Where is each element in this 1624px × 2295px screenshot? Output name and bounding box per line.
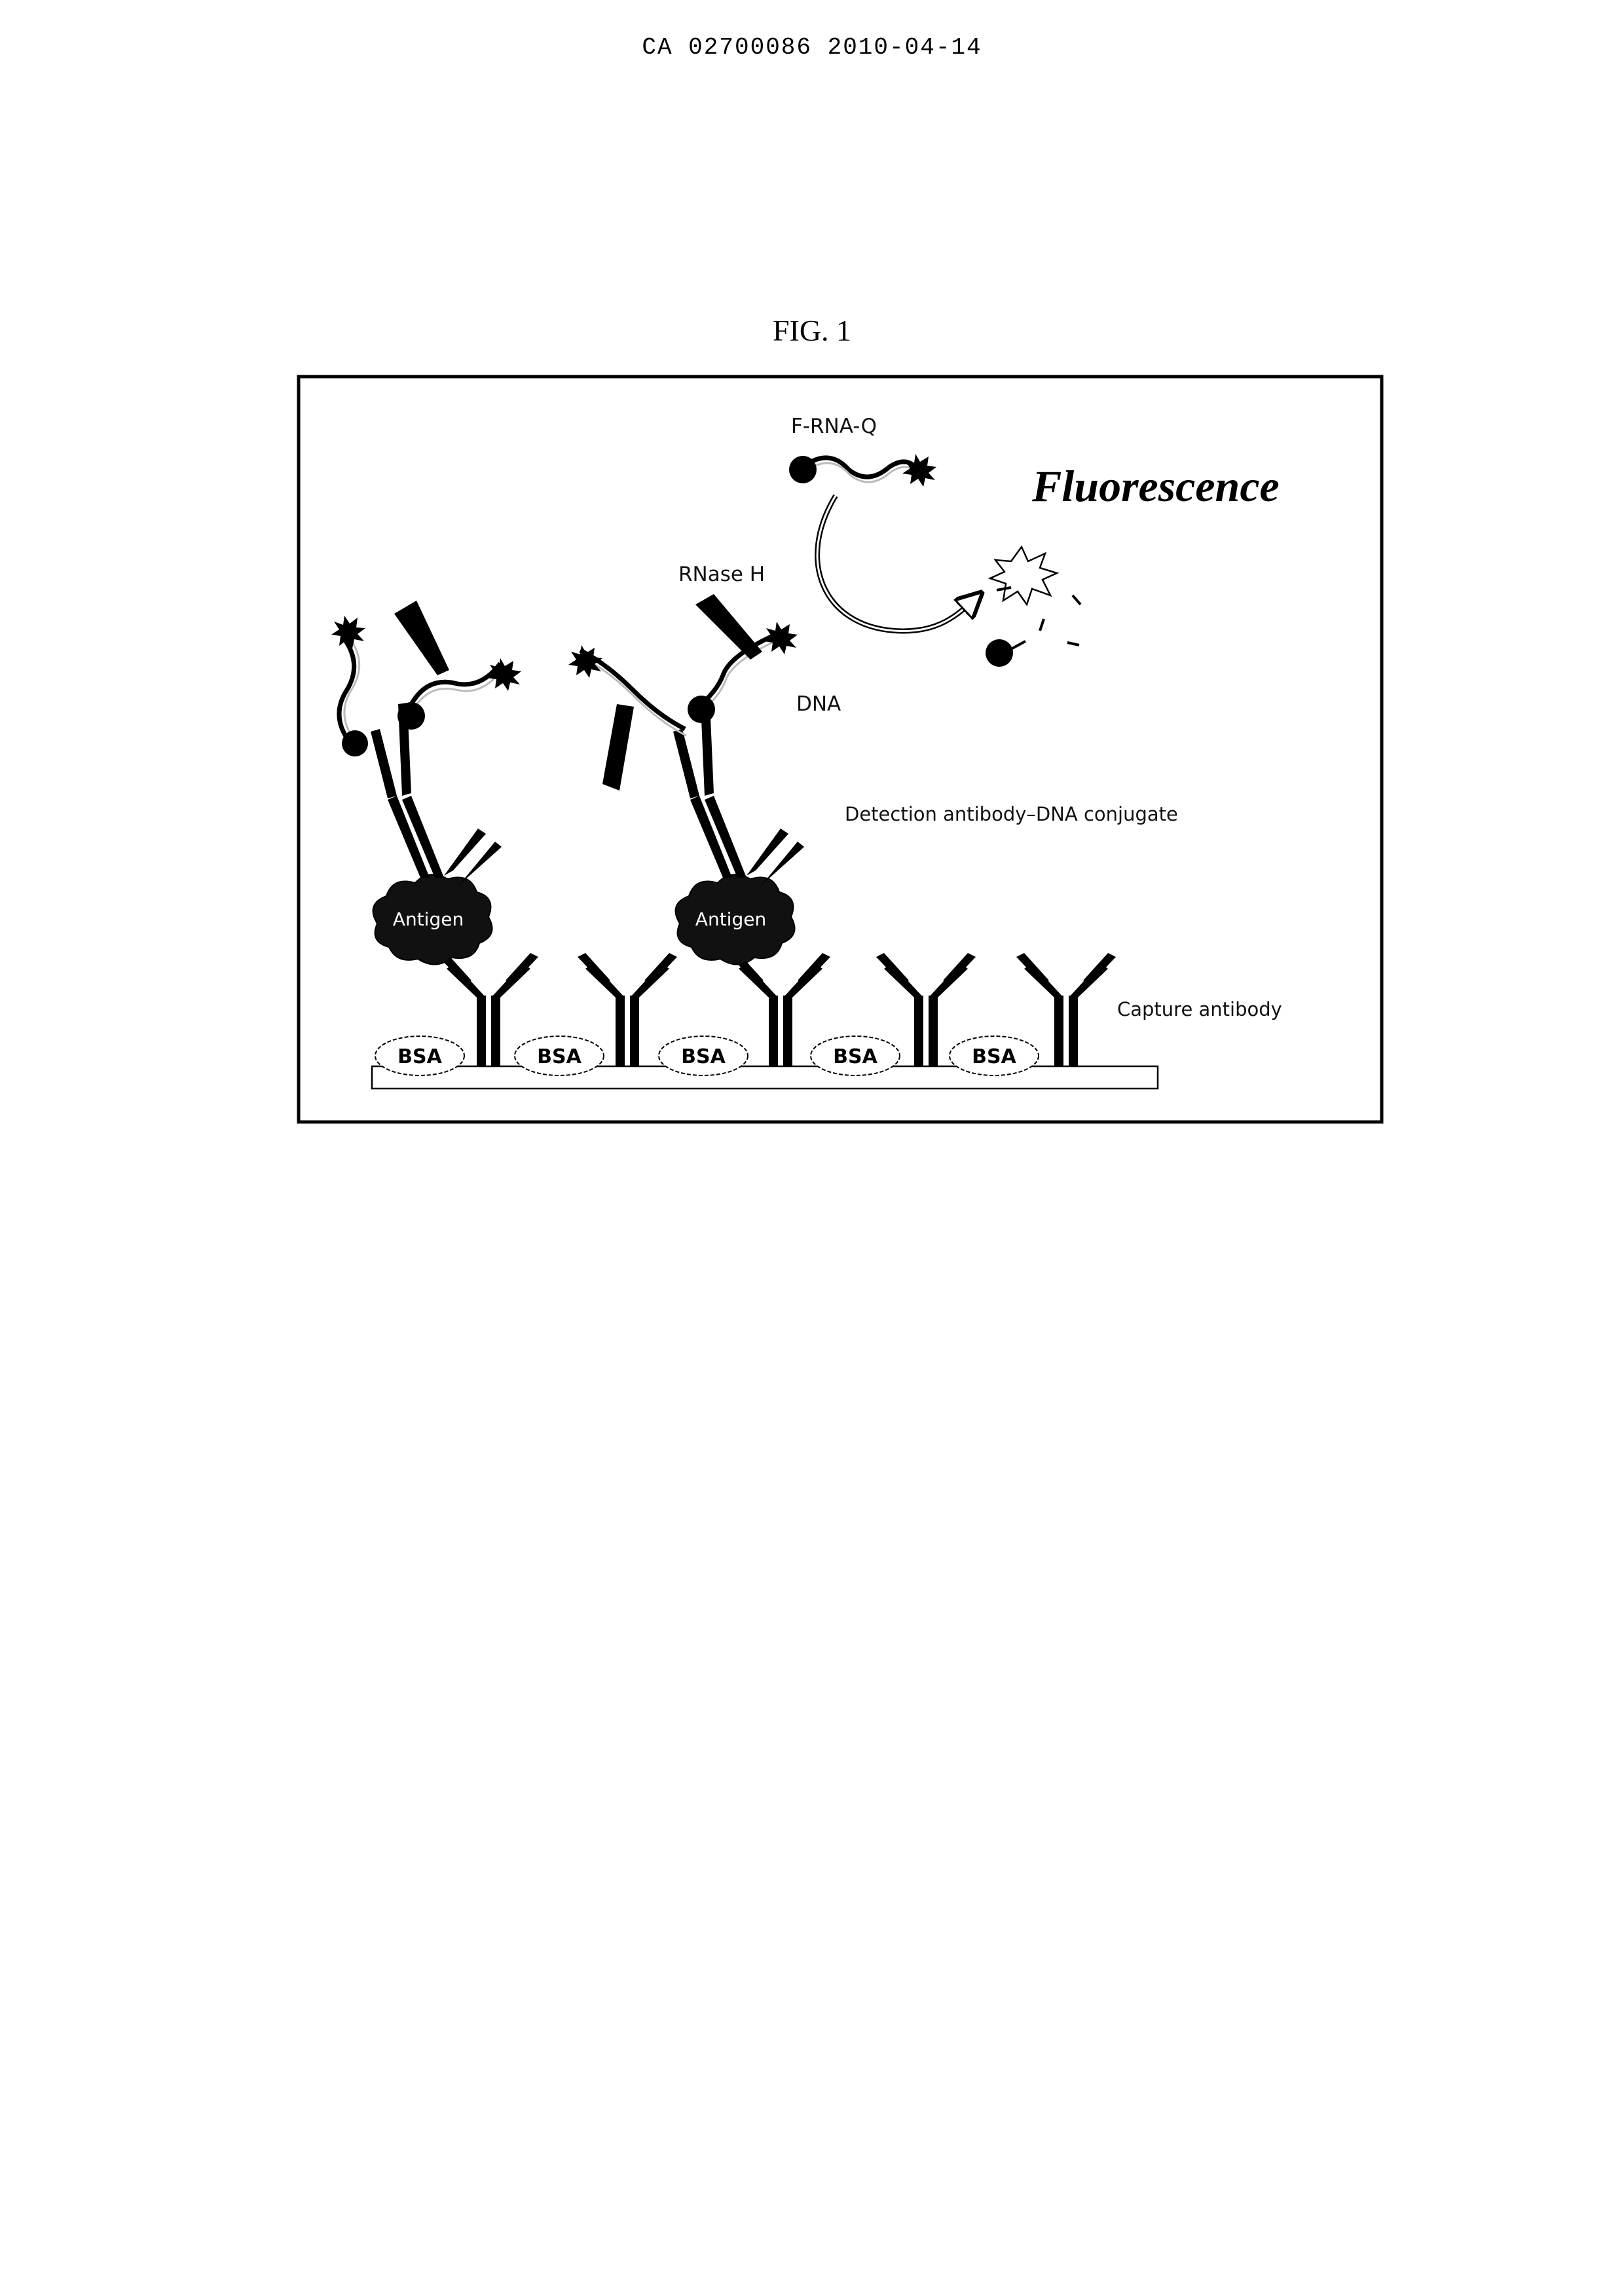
antigen: Antigen: [676, 874, 795, 964]
bsa-blocker: BSA: [950, 1036, 1039, 1075]
antigen-label: Antigen: [393, 908, 464, 930]
probe-label: F-RNA-Q: [791, 415, 877, 438]
figure-1-svg: BSA BSA BSA BSA BSA: [292, 370, 1388, 1129]
bsa-blocker: BSA: [811, 1036, 900, 1075]
capture-antibody-label: Capture antibody: [1117, 998, 1282, 1020]
rnase-h-label: RNase H: [678, 563, 765, 586]
solid-support: [372, 1066, 1158, 1089]
document-header: CA 02700086 2010-04-14: [0, 34, 1624, 61]
antigen-label: Antigen: [695, 908, 766, 930]
fluorescence-label: Fluorescence: [1031, 461, 1280, 511]
bsa-label: BSA: [397, 1045, 442, 1068]
dna-label: DNA: [796, 692, 841, 716]
figure-1-diagram: BSA BSA BSA BSA BSA: [292, 370, 1388, 1129]
bsa-blocker: BSA: [515, 1036, 604, 1075]
bsa-label: BSA: [833, 1045, 877, 1068]
bsa-label: BSA: [537, 1045, 581, 1068]
bsa-blocker: BSA: [375, 1036, 464, 1075]
conjugate-label: Detection antibody–DNA conjugate: [845, 803, 1178, 825]
antigen: Antigen: [373, 874, 492, 964]
figure-title: FIG. 1: [0, 313, 1624, 348]
bsa-label: BSA: [972, 1045, 1016, 1068]
bsa-blocker: BSA: [659, 1036, 748, 1075]
bsa-label: BSA: [681, 1045, 726, 1068]
